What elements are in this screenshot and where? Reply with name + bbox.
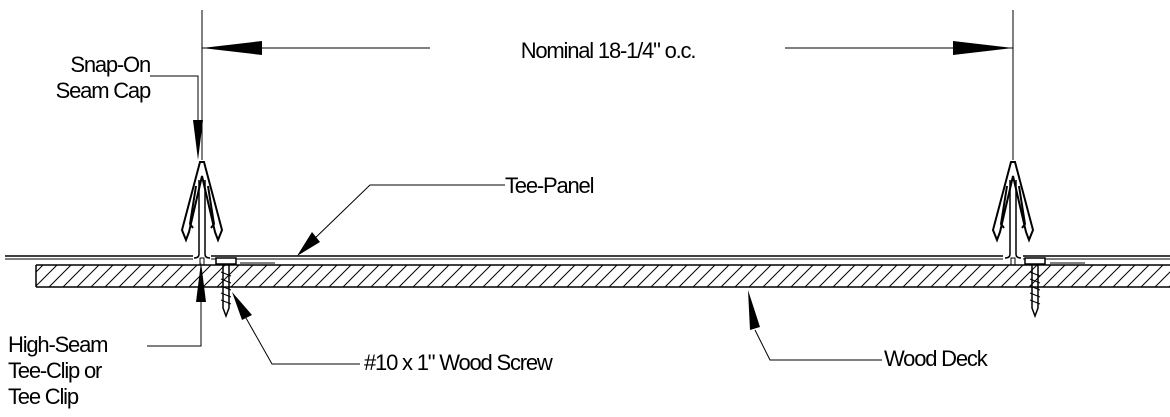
dimension-label: Nominal 18-1/4" o.c. <box>521 38 696 63</box>
leader-seam-cap <box>150 75 203 160</box>
leader-screw <box>232 292 360 365</box>
wood-deck <box>35 264 1170 288</box>
deck-label: Wood Deck <box>884 346 989 371</box>
leader-deck <box>748 290 882 361</box>
clip-label-line3: Tee Clip <box>8 384 79 409</box>
tee-panel-sheet <box>5 255 1170 264</box>
tee-panel-label: Tee-Panel <box>505 173 594 198</box>
seam-cap-label-line1: Snap-On <box>70 52 150 77</box>
clip-label-line1: High-Seam <box>8 332 107 357</box>
seam-cap-left <box>181 161 223 266</box>
seam-cap-right <box>992 161 1034 266</box>
leader-tee-panel <box>297 184 505 256</box>
seam-cap-label-line2: Seam Cap <box>56 78 151 103</box>
dimension-line <box>201 10 1014 160</box>
clip-label-line2: Tee-Clip or <box>8 358 102 383</box>
leader-clip <box>147 262 206 347</box>
screw-label: #10 x 1" Wood Screw <box>364 350 553 375</box>
